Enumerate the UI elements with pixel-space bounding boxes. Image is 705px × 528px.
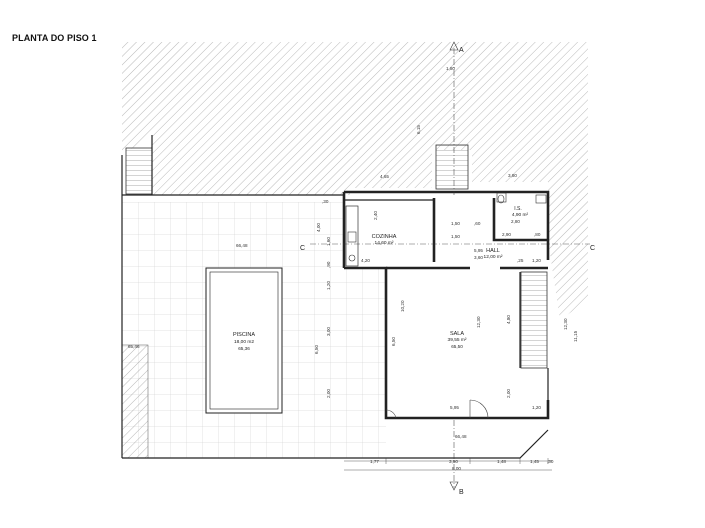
dim-bottom-177: 1,77 — [370, 459, 379, 464]
basin — [535, 194, 547, 204]
dim-290: 2,90 — [502, 232, 511, 237]
level-bottom: 66,48 — [455, 434, 467, 439]
dim-420: 4,20 — [361, 258, 370, 263]
room-area-hall: 12,00 m² — [484, 254, 503, 260]
terrace-lower — [344, 268, 386, 458]
level-terrace: 66,48 — [236, 243, 248, 248]
dim-090: ,90 — [326, 261, 331, 268]
dim-200b: 2,00 — [506, 389, 511, 398]
pool-name: PISCINA — [233, 332, 255, 338]
stair-right — [520, 271, 548, 369]
pool-inner — [209, 271, 279, 410]
section-mark-a: A — [459, 47, 464, 54]
dim-615: 6,15 — [416, 125, 421, 134]
kitchen-counter — [345, 205, 359, 267]
dim-120b: 1,20 — [532, 258, 541, 263]
dim-1230b: 12,30 — [563, 318, 568, 330]
section-mark-c-left: C — [300, 245, 305, 252]
stair-left — [125, 147, 153, 195]
dim-060: ,60 — [474, 221, 481, 226]
dim-160: 1,60 — [326, 237, 331, 246]
dim-bottom-148: 1,48 — [497, 459, 506, 464]
room-area-sala: 39,55 m² — [448, 337, 467, 343]
section-mark-b: B — [459, 489, 464, 496]
stair-top — [435, 144, 469, 190]
section-mark-c-right: C — [590, 245, 595, 252]
pool — [205, 267, 283, 414]
dim-bottom-145: 1,45 — [530, 459, 539, 464]
dim-150b: 1,50 — [451, 234, 460, 239]
dim-240: 2,40 — [373, 211, 378, 220]
toilet — [496, 192, 507, 203]
room-name-cozinha: COZINHA — [372, 234, 397, 240]
dim-120a: 1,20 — [326, 281, 331, 290]
dim-top-180: 1,80 — [446, 66, 455, 71]
room-area-ls: 4,90 m² — [512, 212, 529, 218]
hatched-ground — [122, 42, 588, 320]
dim-1020: 10,20 — [400, 300, 405, 312]
dim-bottom-800: 8,00 — [452, 466, 461, 471]
room-name-sala: SALA — [450, 331, 464, 337]
dim-400: 4,00 — [316, 223, 321, 232]
plan-title: PLANTA DO PISO 1 — [12, 33, 97, 43]
dim-465: 4,65 — [380, 174, 389, 179]
dim-380: 3,80 — [508, 173, 517, 178]
dim-030: ,30 — [322, 199, 329, 204]
dim-bottom-030: ,30 — [547, 459, 554, 464]
dim-120c: 1,20 — [532, 405, 541, 410]
room-name-hall: HALL — [486, 248, 500, 254]
room-level-sala: 65,50 — [451, 344, 463, 349]
dim-650: 6,50 — [391, 337, 396, 346]
hatch-strip-left — [121, 344, 149, 459]
dim-630: 6,50 — [314, 345, 319, 354]
dim-480: 4,80 — [506, 315, 511, 324]
dim-025: ,25 — [517, 258, 524, 263]
level-left: 65,46 — [128, 344, 140, 349]
dim-1115: 11,15 — [573, 330, 578, 342]
room-area-cozinha: 14,60 m² — [375, 240, 394, 246]
dim-080: ,80 — [534, 232, 541, 237]
pool-area: 18,00 m2 — [234, 339, 254, 345]
ls-extra: 2,80 — [511, 219, 520, 224]
dim-595: 5,95 — [450, 405, 459, 410]
hall-dim-2: 3,60 — [474, 255, 483, 260]
dim-200: 2,00 — [326, 389, 331, 398]
room-name-ls: I.S. — [514, 206, 522, 212]
dim-bottom-350: 3,50 — [449, 459, 458, 464]
dim-1230a: 12,30 — [476, 316, 481, 328]
dim-150a: 1,50 — [451, 221, 460, 226]
dim-300: 3,00 — [326, 327, 331, 336]
hall-dim-1: 5,95 — [474, 248, 483, 253]
pool-level: 65,36 — [238, 346, 250, 351]
